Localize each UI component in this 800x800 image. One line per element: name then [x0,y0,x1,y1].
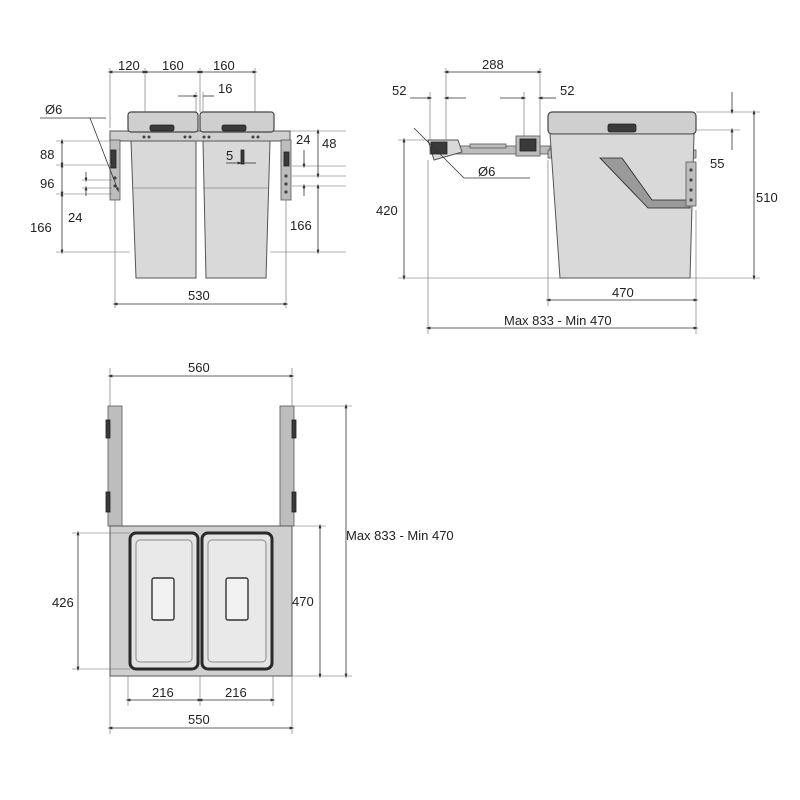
dim-52-right: 52 [560,83,574,98]
front-view: 120 160 160 16 Ø6 88 96 166 24 [30,58,346,308]
dim-216-right: 216 [225,685,247,700]
front-lid-right [199,111,275,133]
top-bin-handle-left [151,577,175,621]
dim-5: 5 [226,148,233,163]
side-view: 288 52 52 Ø6 420 55 510 470 Max 83 [376,57,778,334]
dim-hole-front: Ø6 [45,102,62,117]
dim-24-right: 24 [296,132,310,147]
dim-550: 550 [188,712,210,727]
dim-288: 288 [482,57,504,72]
dim-166-right: 166 [290,218,312,233]
dim-510: 510 [756,190,778,205]
dim-hole-side: Ø6 [478,164,495,179]
dim-52-left: 52 [392,83,406,98]
dim-160-left: 160 [162,58,184,73]
dim-120: 120 [118,58,140,73]
top-bin-handle-right [225,577,249,621]
dim-96: 96 [40,176,54,191]
dim-extension-side: Max 833 - Min 470 [504,313,612,328]
front-bin-left [130,140,197,279]
dim-470-top: 470 [292,594,314,609]
front-lid-left [127,111,199,133]
front-bin-right [202,140,271,279]
top-view: 560 Max 833 - Min 470 426 470 216 216 55… [52,360,454,734]
dim-216-left: 216 [152,685,174,700]
dim-160-right: 160 [213,58,235,73]
dim-24-left: 24 [68,210,82,225]
dim-420: 420 [376,203,398,218]
dim-560: 560 [188,360,210,375]
dim-470-side: 470 [612,285,634,300]
dim-426: 426 [52,595,74,610]
dim-530: 530 [188,288,210,303]
dim-16: 16 [218,81,232,96]
dim-88: 88 [40,147,54,162]
dim-extension-top: Max 833 - Min 470 [346,528,454,543]
dim-55: 55 [710,156,724,171]
dim-48: 48 [322,136,336,151]
dim-166-left: 166 [30,220,52,235]
front-left-bracket [109,139,121,201]
